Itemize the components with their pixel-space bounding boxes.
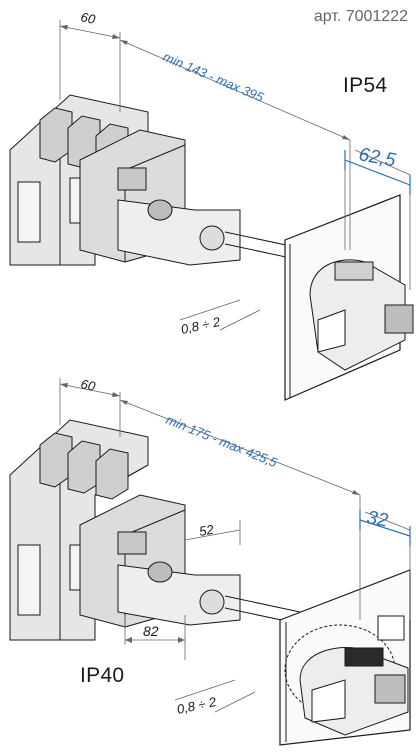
shaft-range-label-top: min 143 - max 395 [161,49,267,105]
rating-label-top: IP54 [343,74,388,97]
article-number: арт. 7001222 [313,8,408,25]
width-label-top: 60 [79,9,97,27]
width-label-bottom: 60 [79,376,97,394]
panel-thickness-label-top: 0,8 ÷ 2 [180,314,223,337]
top-assembly [9,20,414,401]
rating-label-bottom: IP40 [80,664,125,687]
handle-offset-label-bottom: 52 [198,522,216,539]
shaft-range-label-bottom: min 175 - max 425,5 [164,412,280,471]
offset-label-bottom: 32 [365,507,390,531]
bracket-width-label-bottom: 82 [143,623,159,639]
bottom-assembly [9,378,411,746]
terminals-bottom [39,432,129,500]
terminals-top [39,107,129,175]
